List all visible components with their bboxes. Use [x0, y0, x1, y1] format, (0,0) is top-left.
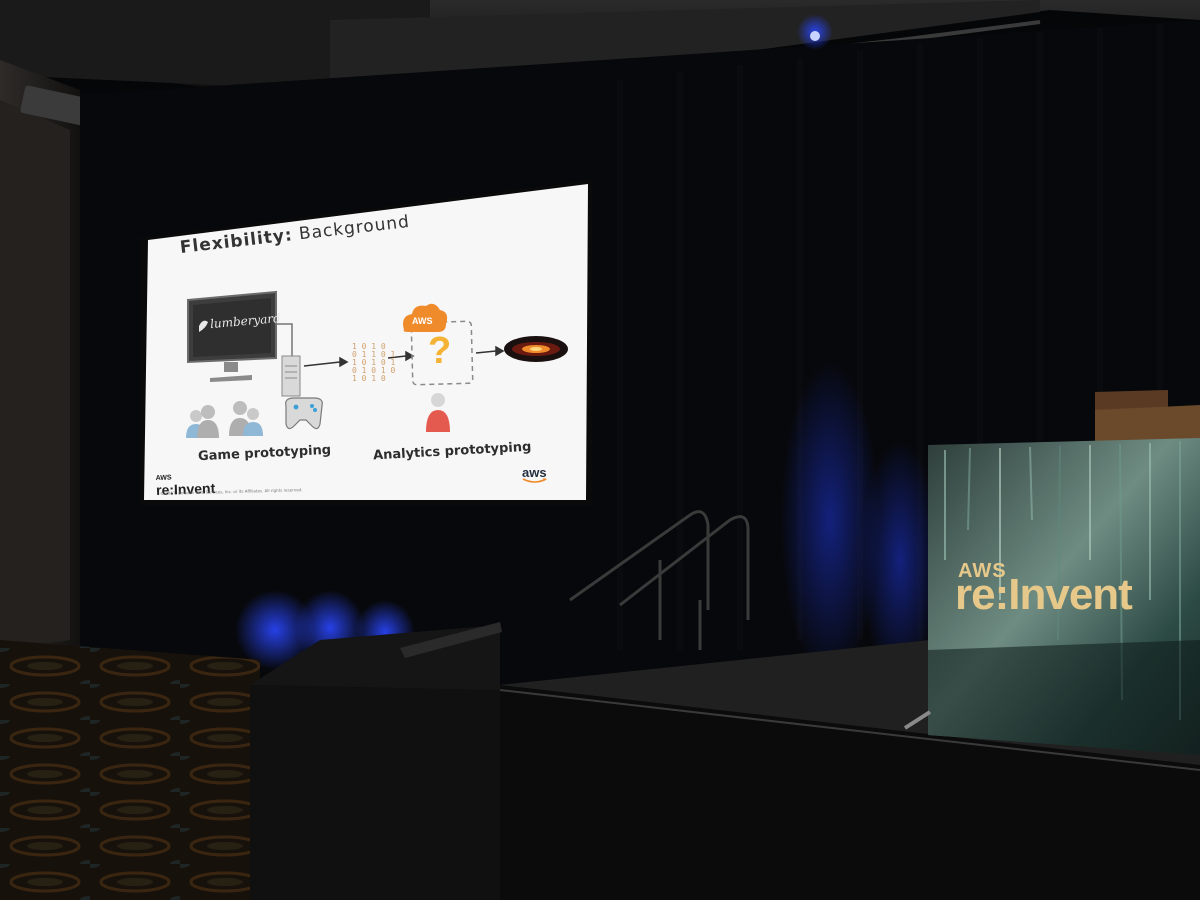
- aws-cloud-label: AWS: [412, 316, 433, 326]
- pc-tower-icon: [281, 355, 301, 397]
- presentation-slide: [144, 184, 588, 500]
- podium-reinvent-logo: re:Invent: [955, 570, 1133, 619]
- arrow-icon: [387, 350, 415, 362]
- binary-line: 1 0 1 0: [352, 342, 386, 351]
- podium-aws-text: AWS: [958, 560, 1007, 582]
- binary-line: 0 1 0 1 0: [352, 366, 396, 375]
- dashed-frame: [410, 320, 474, 386]
- arrow-icon: [475, 345, 505, 357]
- aws-cloud-icon: [403, 303, 448, 332]
- slide-aws-logo: aws: [522, 465, 548, 484]
- people-group-icon: [229, 401, 263, 436]
- binary-line: 1 0 1 0 1: [352, 358, 396, 367]
- question-mark-icon: ?: [428, 330, 452, 372]
- slide-aws-logo-text: aws: [522, 465, 547, 480]
- arrow-icon: [303, 356, 349, 368]
- monitor-icon: [187, 290, 293, 382]
- people-group-icon: [186, 405, 219, 438]
- gamepad-icon: [285, 397, 323, 430]
- galaxy-image-icon: [504, 336, 568, 362]
- person-icon: [426, 393, 450, 432]
- slide-reinvent-logo: AWS re:Invent: [156, 473, 216, 500]
- lumberyard-logo-icon: [199, 320, 208, 332]
- binary-line: 0 1 1 0 1: [352, 350, 396, 359]
- binary-line: 1 0 1 0: [352, 374, 386, 383]
- aws-smile-icon: [522, 478, 547, 483]
